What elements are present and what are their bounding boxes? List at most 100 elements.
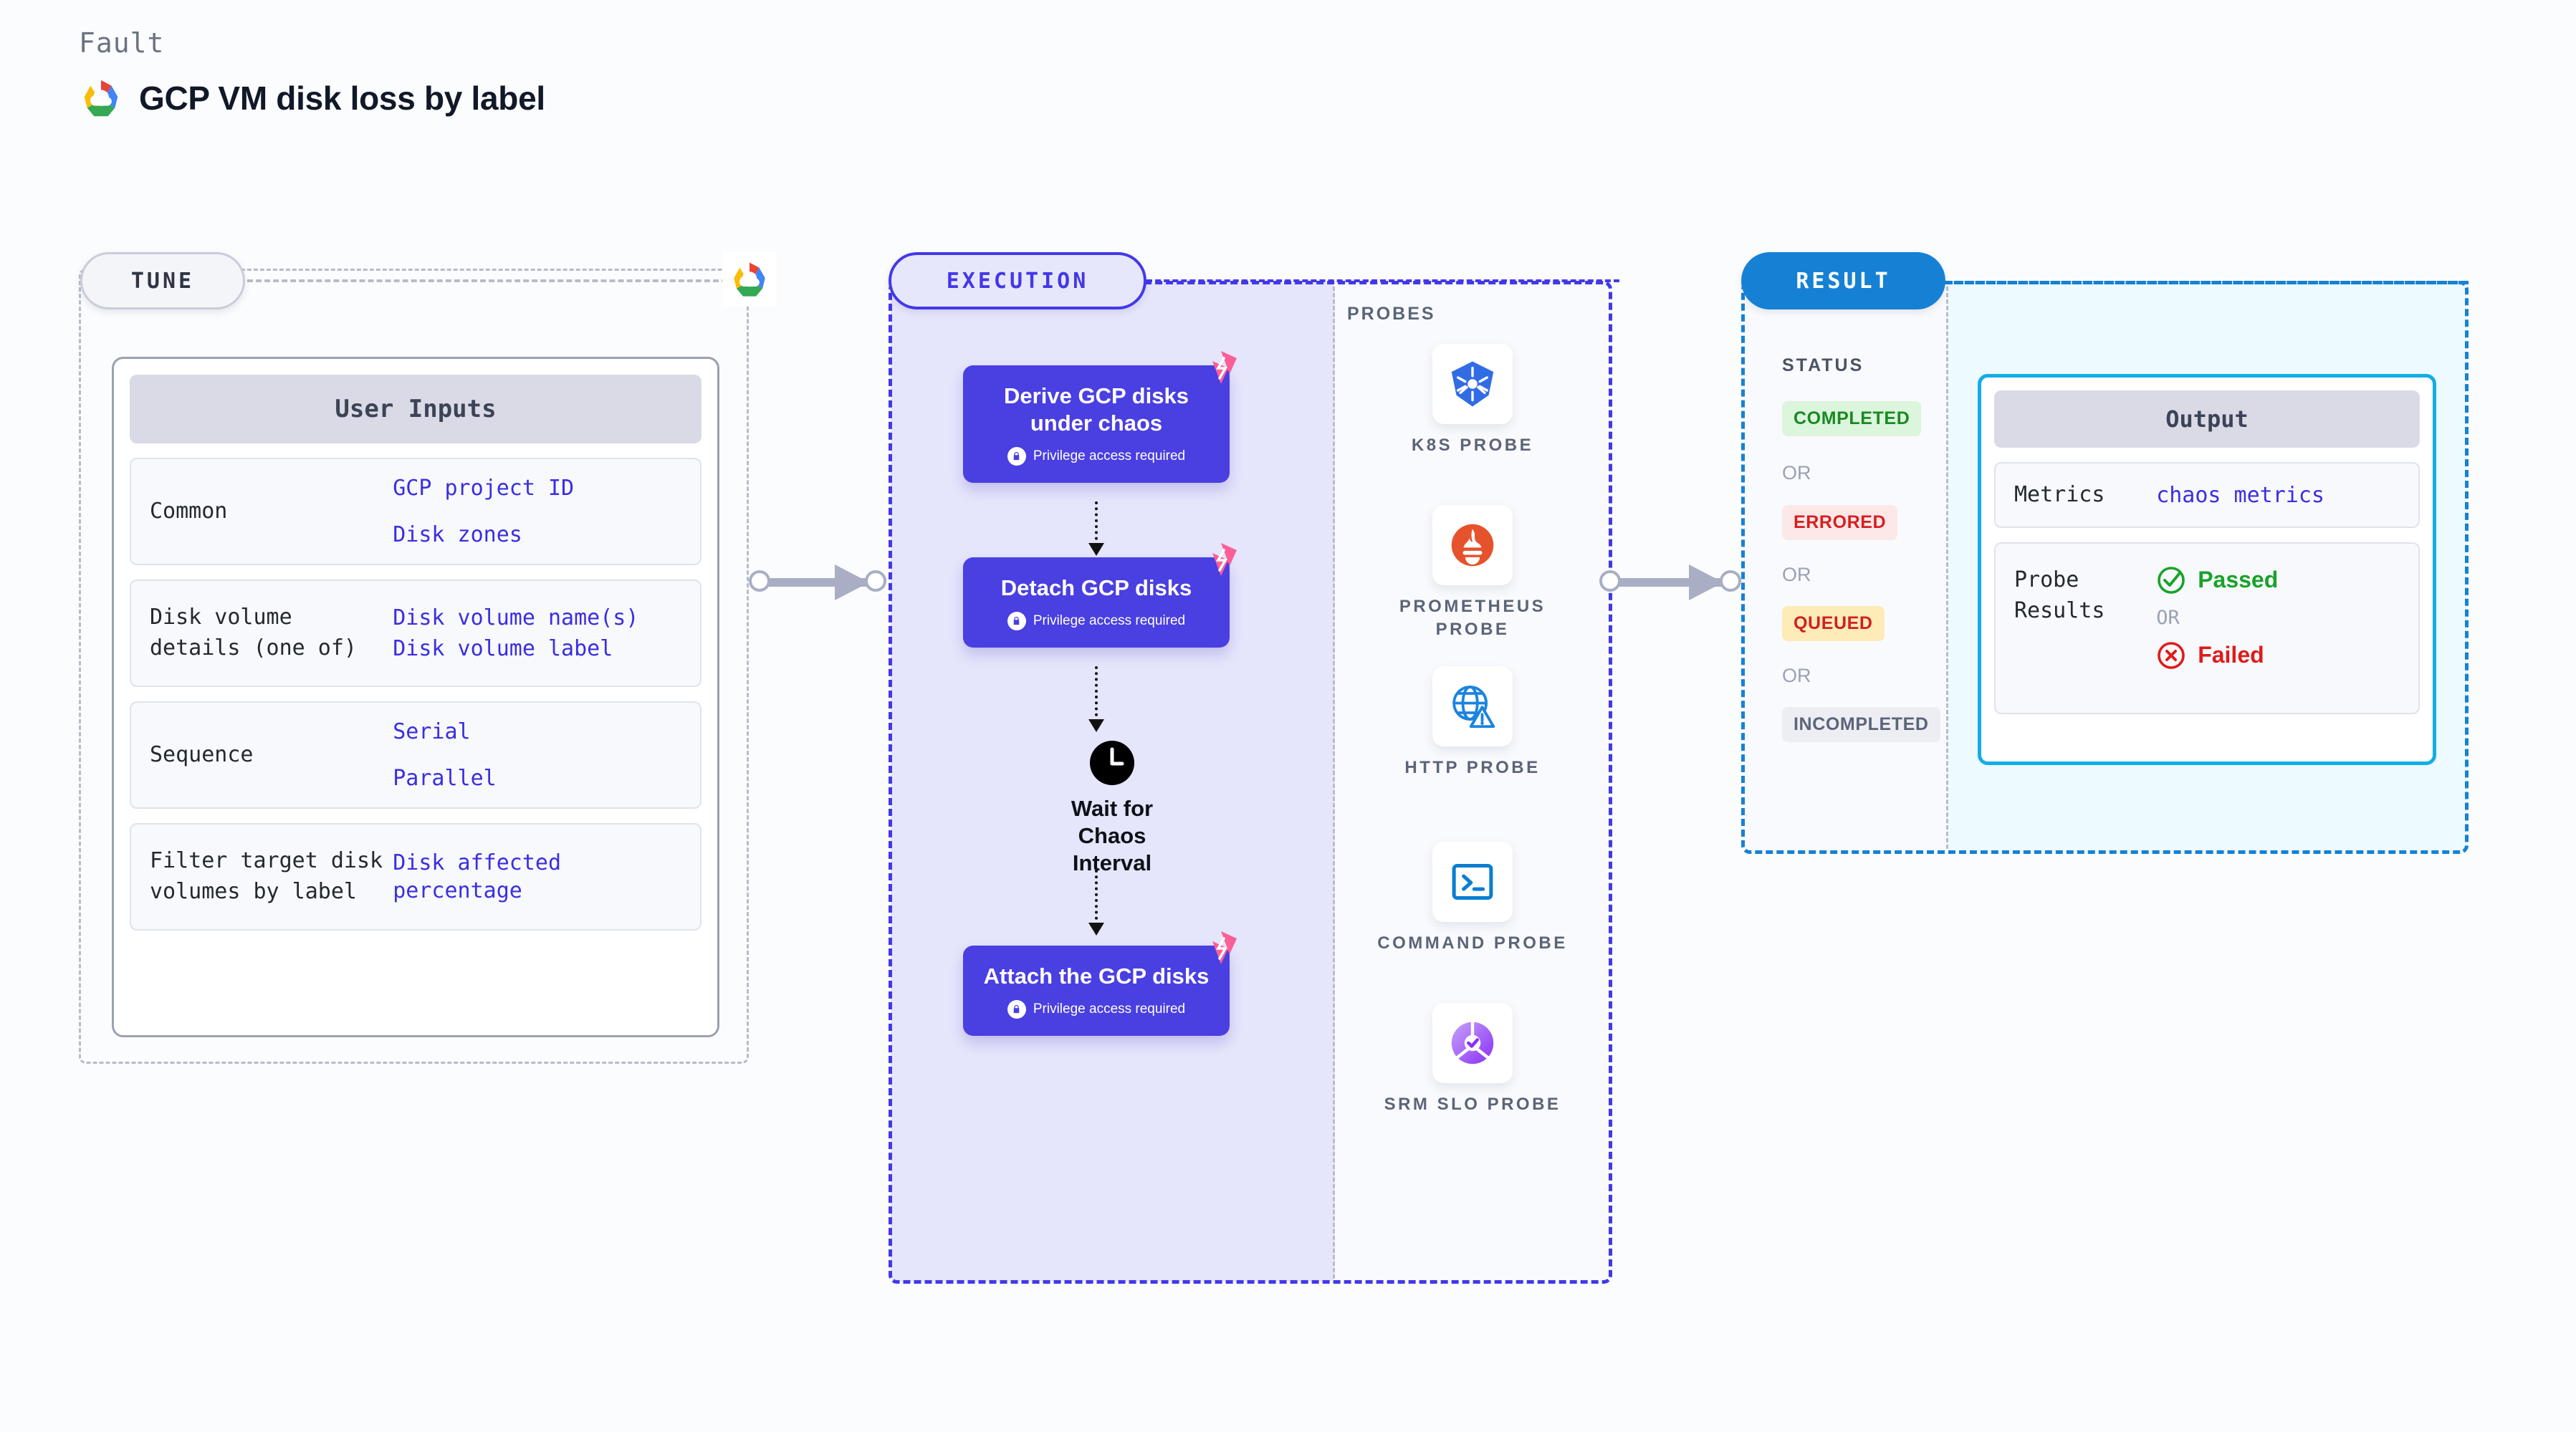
tune-dashed-line [247, 279, 727, 282]
probes-background [1335, 283, 1610, 1282]
row-key: Disk volume details (one of) [150, 605, 357, 660]
execution-panel [889, 281, 1612, 1284]
node-subtitle: Privilege access required [976, 999, 1217, 1019]
execution-pill[interactable]: EXECUTION [889, 252, 1146, 309]
gcp-cloud-icon [722, 252, 777, 307]
wait-node-label: Wait for Chaos Interval [1071, 796, 1154, 875]
terminal-icon [1432, 842, 1513, 922]
page-header: Fault GCP VM disk loss by label [79, 27, 545, 120]
node-subtitle: Privilege access required [976, 611, 1217, 630]
node-title: Derive GCP disks under chaos [1004, 383, 1189, 436]
probe-item[interactable]: K8S PROBE [1365, 344, 1580, 457]
fault-flash-icon [1200, 348, 1240, 388]
result-divider [1946, 287, 1948, 849]
lock-icon [1007, 999, 1026, 1019]
node-title: Detach GCP disks [1000, 575, 1192, 600]
fault-flash-icon [1200, 540, 1240, 580]
page-title: GCP VM disk loss by label [139, 80, 545, 117]
or-label: OR [2156, 607, 2180, 629]
output-card: Output Metrics chaos metrics Probe Resul… [1978, 374, 2436, 765]
fault-kicker: Fault [79, 27, 165, 59]
row-values: Disk affected percentage [393, 849, 700, 905]
row-values: chaos metrics [2156, 481, 2418, 509]
execution-node[interactable]: Attach the GCP disks Privilege access re… [963, 931, 1237, 1036]
lock-icon [1007, 446, 1026, 466]
output-title: Output [1994, 390, 2420, 448]
table-row: Probe Results Passed OR Failed [1994, 542, 2420, 714]
table-row: Disk volume details (one of) Disk volume… [130, 580, 702, 687]
clock-icon [1088, 739, 1136, 787]
passed-label: Passed [2198, 567, 2279, 593]
probe-label: PROMETHEUS PROBE [1399, 597, 1546, 640]
node-subtitle-text: Privilege access required [1033, 1001, 1186, 1017]
status-badge: QUEUED [1782, 606, 1885, 641]
row-value[interactable]: GCP project ID [393, 476, 575, 501]
check-circle-icon [2156, 565, 2186, 595]
flow-arrowhead [1088, 923, 1104, 936]
probes-label: PROBES [1347, 304, 1436, 324]
title-row: GCP VM disk loss by label [79, 76, 545, 120]
arrow-connector [1599, 564, 1748, 600]
probe-item[interactable]: PROMETHEUS PROBE [1365, 505, 1580, 642]
probe-item[interactable]: SRM SLO PROBE [1365, 1003, 1580, 1116]
fault-flash-icon [1200, 928, 1240, 969]
flow-arrowhead [1088, 543, 1104, 556]
status-badge: ERRORED [1782, 505, 1898, 540]
node-subtitle-text: Privilege access required [1033, 448, 1186, 463]
execution-node[interactable]: Derive GCP disks under chaos Privilege a… [963, 351, 1237, 483]
status-badge: COMPLETED [1782, 401, 1922, 436]
table-row: Filter target disk volumes by label Disk… [130, 823, 702, 931]
row-value[interactable]: Disk volume label [393, 636, 613, 661]
arrow-connector [749, 564, 892, 600]
probe-passed: Passed [2156, 565, 2418, 595]
user-inputs-title: User Inputs [130, 375, 702, 443]
table-row: Metrics chaos metrics [1994, 462, 2420, 528]
status-badge: INCOMPLETED [1782, 707, 1940, 742]
prometheus-icon [1432, 505, 1513, 585]
result-dashed-line [1945, 281, 2469, 284]
probe-label: COMMAND PROBE [1377, 933, 1568, 953]
row-value[interactable]: Disk affected percentage [393, 850, 562, 903]
or-label: OR [1782, 564, 1811, 585]
row-value[interactable]: Serial [393, 719, 471, 744]
probe-failed: Failed [2156, 640, 2418, 671]
row-values: Disk volume name(s) Disk volume label [393, 604, 700, 663]
table-row: Common GCP project ID Disk zones [130, 458, 702, 565]
globe-warning-icon [1432, 666, 1513, 746]
row-value[interactable]: chaos metrics [2156, 482, 2324, 508]
execution-node[interactable]: Detach GCP disks Privilege access requir… [963, 543, 1237, 648]
or-label: OR [1782, 462, 1811, 484]
status-label: STATUS [1782, 355, 1864, 375]
result-pill[interactable]: RESULT [1741, 252, 1945, 309]
tune-pill[interactable]: TUNE [80, 252, 245, 309]
row-value[interactable]: Disk zones [393, 522, 522, 547]
row-value[interactable]: Disk volume name(s) [393, 605, 639, 630]
gcp-cloud-icon [79, 76, 123, 120]
row-values: GCP project ID Disk zones [393, 474, 700, 549]
execution-dashed-line [1146, 279, 1619, 282]
flow-connector [1095, 501, 1098, 546]
flow-connector [1095, 666, 1098, 722]
row-key: Sequence [150, 741, 254, 767]
node-subtitle-text: Privilege access required [1033, 612, 1186, 628]
wait-node: Wait for Chaos Interval [1050, 739, 1174, 876]
table-row: Sequence Serial Parallel [130, 701, 702, 809]
row-values: Passed OR Failed [2156, 565, 2418, 671]
row-values: Serial Parallel [393, 718, 700, 792]
or-label: OR [1782, 665, 1811, 686]
tune-panel [79, 269, 749, 1064]
row-key: Filter target disk volumes by label [150, 848, 383, 904]
row-key: Probe Results [2014, 567, 2105, 623]
probe-item[interactable]: HTTP PROBE [1365, 666, 1580, 779]
result-status-background [1743, 283, 1948, 852]
row-value[interactable]: Parallel [393, 766, 497, 791]
probe-label: K8S PROBE [1411, 436, 1534, 455]
kubernetes-icon [1432, 344, 1513, 424]
user-inputs-card: User Inputs Common GCP project ID Disk z… [112, 357, 719, 1037]
node-title: Attach the GCP disks [983, 964, 1210, 989]
flow-arrowhead [1088, 719, 1104, 732]
probe-item[interactable]: COMMAND PROBE [1365, 842, 1580, 955]
probe-label: HTTP PROBE [1404, 758, 1541, 777]
node-subtitle: Privilege access required [976, 446, 1217, 466]
x-circle-icon [2156, 640, 2186, 671]
